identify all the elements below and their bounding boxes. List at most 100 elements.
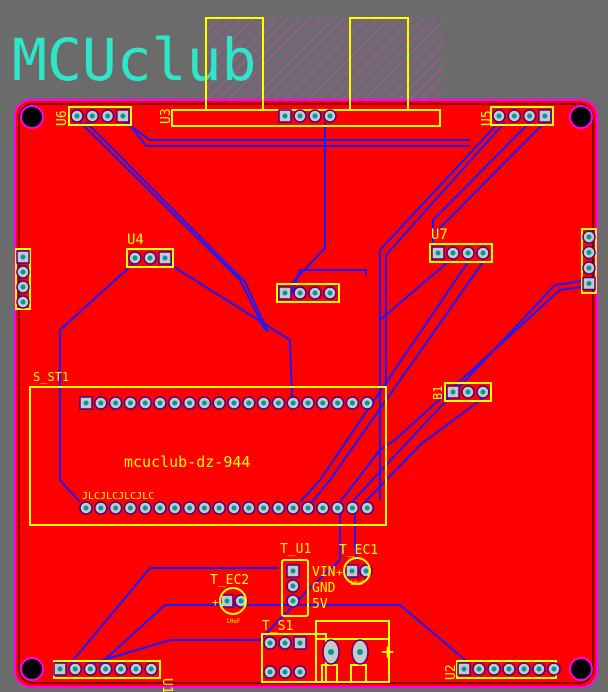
pad-drill xyxy=(20,299,26,305)
u4-label: U4 xyxy=(127,232,144,248)
t-s1-label: T_S1 xyxy=(262,619,293,634)
pad-drill xyxy=(536,666,542,672)
u2-header xyxy=(456,660,561,679)
pad-drill xyxy=(511,113,517,119)
pad-drill xyxy=(74,113,80,119)
pad-drill xyxy=(142,505,148,511)
pad-drill xyxy=(133,666,139,672)
module-keepout xyxy=(206,18,443,102)
terminal-drill xyxy=(328,649,334,655)
logo-text: MCUclub xyxy=(12,26,256,94)
traces xyxy=(59,121,590,665)
pad-drill xyxy=(20,254,26,260)
pad-drill xyxy=(542,113,548,119)
t-u1-label: T_U1 xyxy=(280,542,311,557)
t-ec1-outline xyxy=(343,557,371,585)
pad-drill xyxy=(172,400,178,406)
pad-drill xyxy=(201,400,207,406)
u3-module: U3 xyxy=(159,17,441,127)
plus-ec2: + xyxy=(212,596,219,609)
pad-drill xyxy=(231,400,237,406)
pad-drill xyxy=(113,400,119,406)
u5-header-outline xyxy=(490,106,554,126)
pad-drill xyxy=(586,281,592,286)
pad-drill xyxy=(282,290,288,296)
pad-drill xyxy=(282,113,288,119)
pad-drill xyxy=(20,284,26,290)
trace xyxy=(339,285,590,503)
pad-drill xyxy=(586,265,592,271)
pad-drill xyxy=(297,669,303,675)
right-connector-outline xyxy=(581,228,597,294)
pad-drill xyxy=(57,666,63,672)
trace xyxy=(291,269,367,294)
plus-ec1: + xyxy=(336,566,343,579)
pad-drill xyxy=(162,255,168,261)
power-terminal xyxy=(315,620,390,683)
trace xyxy=(437,121,546,231)
pad-drill xyxy=(267,669,273,675)
pad-drill xyxy=(465,250,471,256)
pad-drill xyxy=(320,505,326,511)
pad-drill xyxy=(238,598,244,604)
u5-header xyxy=(490,106,554,126)
mid-header xyxy=(276,283,340,303)
vin-label: VIN xyxy=(312,565,335,580)
mounting-hole xyxy=(20,105,44,129)
pad-drill xyxy=(20,269,26,275)
pad-drill xyxy=(586,250,592,255)
pad-drill xyxy=(521,666,527,672)
pad-drill xyxy=(275,505,281,511)
pad-drill xyxy=(290,505,296,511)
pad-drill xyxy=(327,290,333,296)
trace xyxy=(59,261,136,503)
u3-antenna-outline xyxy=(349,17,409,110)
pad-drill xyxy=(246,400,252,406)
pad-drill xyxy=(312,113,318,119)
b1-header-outline xyxy=(444,382,492,402)
pad-drill xyxy=(312,290,318,296)
terminal-slot xyxy=(350,664,367,683)
pad-drill xyxy=(172,505,178,511)
pad-drill xyxy=(450,389,456,395)
b1-header xyxy=(444,382,492,402)
pad-drill xyxy=(480,250,486,256)
trace xyxy=(379,261,449,380)
pad-drill xyxy=(305,400,311,406)
pad-drill xyxy=(142,400,148,406)
pad-drill xyxy=(320,400,326,406)
plus-terminal: + xyxy=(381,640,394,665)
trace xyxy=(379,121,500,500)
u4-header xyxy=(126,248,174,268)
u6-header xyxy=(68,106,132,126)
pad-drill xyxy=(290,583,296,589)
u3-outline xyxy=(171,109,441,127)
trace xyxy=(311,261,484,503)
pad-drill xyxy=(297,290,303,296)
jlc-label: JLCJLCJLCJLC xyxy=(82,491,154,502)
u5-label: U5 xyxy=(480,110,495,126)
pad-drill xyxy=(496,113,502,119)
pad-drill xyxy=(491,666,497,672)
mounting-hole xyxy=(20,657,44,681)
pad-drill xyxy=(349,568,355,574)
terminal-drill xyxy=(357,649,363,655)
pad-drill xyxy=(113,505,119,511)
pad-drill xyxy=(586,234,592,240)
trace xyxy=(99,604,166,665)
pad-drill xyxy=(87,666,93,672)
pin-headers xyxy=(15,106,597,679)
terminal-slot xyxy=(321,664,338,683)
pad-drill xyxy=(461,666,467,672)
board-name: mcuclub-dz-944 xyxy=(124,453,250,471)
pad-drill xyxy=(305,505,311,511)
trace xyxy=(364,397,484,503)
pad-drill xyxy=(297,113,303,119)
pad-drill xyxy=(83,400,89,406)
pad-drill xyxy=(127,505,133,511)
s-st1-bottom-pins xyxy=(79,501,374,515)
pad-drill xyxy=(327,113,333,119)
cap-value-ec2: 10uF xyxy=(226,618,241,625)
pad-drill xyxy=(282,669,288,675)
t-ec1-label: T_EC1 xyxy=(339,543,378,558)
